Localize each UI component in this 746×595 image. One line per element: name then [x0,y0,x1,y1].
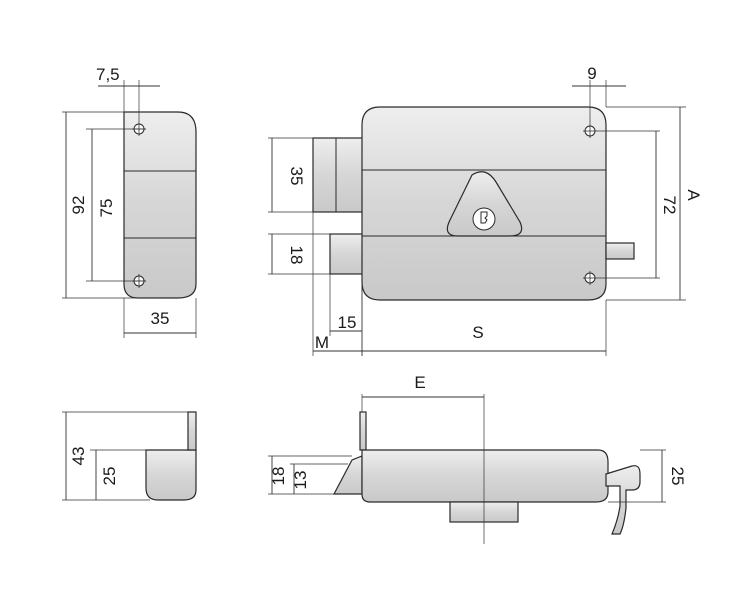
dim-hole-spacing-front: 72 [660,196,679,215]
dim-hole-offset-right: 9 [587,64,596,83]
label-a: A [684,189,703,201]
dim-plan-latch-18: 18 [269,467,288,486]
dim-latch-projection: 15 [338,313,357,332]
keyhole-icon [472,207,496,231]
side-view-body [123,111,197,299]
dim-hole-offset: 7,5 [96,65,120,84]
deadbolt-block [312,137,364,213]
dim-bolt-block-height: 35 [287,167,306,186]
plan-view: E 18 13 25 [268,373,687,544]
side-pin [605,242,635,260]
latch-bolt [329,233,364,275]
dim-bottom-height-outer: 43 [69,447,88,466]
dim-latch-height: 18 [287,246,306,265]
key-cylinder-escutcheon [446,171,523,237]
dim-bottom-height-inner: 25 [100,467,119,486]
dim-depth-side: 35 [151,309,170,328]
plan-case [361,449,609,503]
bottom-side-plate [187,411,197,451]
side-view: 7,5 92 75 35 [62,65,197,338]
plan-mounting-plate [359,411,367,451]
dim-plan-latch-13: 13 [291,471,310,490]
dim-hole-spacing-side: 75 [97,199,116,218]
plan-hook [605,465,641,535]
label-m: M [315,333,329,352]
bottom-side-body [145,449,197,501]
plan-latch-wedge [333,455,363,495]
label-s: S [472,323,483,342]
bottom-side-view: 43 25 [62,411,197,501]
dim-plan-case-height: 25 [668,467,687,486]
label-e: E [414,373,425,392]
front-view: 35 18 15 M S 9 A 72 [268,64,703,356]
dim-height-outer: 92 [69,196,88,215]
